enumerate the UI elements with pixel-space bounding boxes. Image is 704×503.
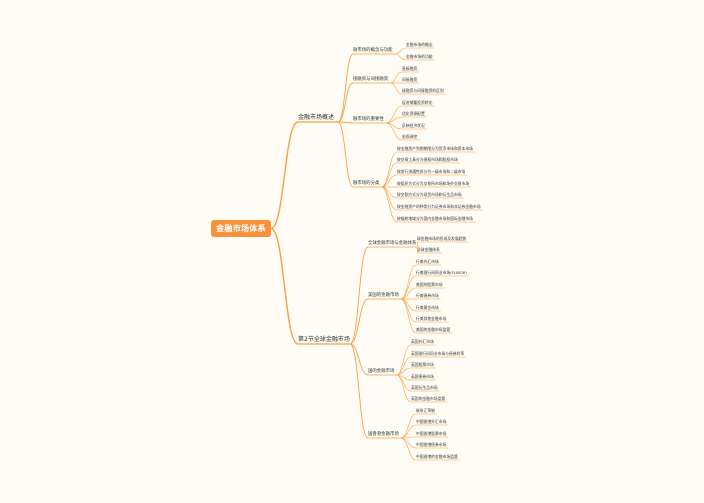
subtopic-node[interactable]: 国香港金融市场 (368, 432, 399, 437)
leaf-connector (381, 151, 398, 188)
leaf-connector (381, 186, 398, 223)
leaf-node[interactable]: 间接融资 (402, 77, 418, 82)
leaf-node[interactable]: 按交易工具分为债权市场和股权市场 (397, 157, 458, 162)
leaf-node[interactable]: 金融市场的功能 (406, 54, 433, 59)
subtopic-connector (349, 343, 369, 439)
subtopic-connector (349, 246, 369, 345)
leaf-node[interactable]: 按交割方式分为现货市场和衍生品市场 (397, 192, 462, 197)
leaf-node[interactable]: 全球金融体系 (417, 247, 440, 252)
subtopic-connector (337, 53, 354, 123)
leaf-node[interactable]: 中国香港外汇市场 (416, 419, 447, 424)
leaf-node[interactable]: 行美银行间同业市场(FLIBOR) (416, 270, 467, 275)
leaf-node[interactable]: 行美外汇市场 (416, 259, 439, 264)
subtopic-node[interactable]: 美国的金融市场 (368, 293, 399, 298)
leaf-connector (394, 47, 407, 55)
leaf-node[interactable]: 英国的金融市场监管 (411, 396, 446, 401)
leaf-node[interactable]: 促进储蓄投资转化 (402, 100, 433, 105)
leaf-node[interactable]: 按金融资产到期期限分为货币市场和资本市场 (397, 146, 473, 151)
root-node[interactable]: 金融市场体系 (211, 220, 271, 237)
leaf-connector (390, 82, 403, 95)
subtopic-node[interactable]: 全球金融市场与金融体系 (368, 241, 417, 246)
leaf-connector (396, 356, 412, 376)
leaf-node[interactable]: 美国的股票市场 (416, 282, 443, 287)
leaf-connector (400, 298, 417, 334)
leaf-node[interactable]: 优化资源配置 (402, 111, 425, 116)
leaf-node[interactable]: 按金融资产的种类分为证券市场和非证券金融市场 (397, 204, 481, 209)
leaf-node[interactable]: 按辐射地域分为国内金融市场和国际金融市场 (397, 216, 473, 221)
leaf-connector (390, 71, 403, 84)
subtopic-connector (337, 121, 354, 188)
leaf-connector (394, 53, 407, 61)
leaf-connector (385, 122, 403, 141)
leaf-connector (400, 287, 417, 300)
leaf-node[interactable]: 英国衍生品市场 (411, 385, 438, 390)
leaf-connector (400, 298, 417, 312)
leaf-node[interactable]: 英国股票市场 (411, 362, 434, 367)
leaf-node[interactable]: 中国香港股票市场 (416, 431, 447, 436)
leaf-node[interactable]: 行美债券市场 (416, 293, 439, 298)
leaf-node[interactable]: 中国香港的金融市场监管 (416, 454, 458, 459)
subtopic-connector (349, 343, 369, 376)
leaf-node[interactable]: 中国香港债券市场 (416, 442, 447, 447)
branch-node[interactable]: 金融市场概述 (298, 114, 335, 121)
subtopic-connector (337, 82, 354, 123)
subtopic-node[interactable]: 融市场的重要性 (353, 117, 384, 122)
branch-node[interactable]: 第2节全球金融市场 (298, 336, 350, 343)
leaf-node[interactable]: 英国债券市场 (411, 374, 434, 379)
branch-connector (270, 121, 299, 230)
leaf-connector (381, 174, 398, 188)
leaf-node[interactable]: 直接融资 (402, 66, 418, 71)
leaf-node[interactable]: 金融市场的概念 (406, 42, 433, 47)
leaf-node[interactable]: 宏观调控 (402, 134, 418, 139)
leaf-node[interactable]: 按组织方式分为交易所市场和场外交易市场 (397, 181, 470, 186)
leaf-connector (381, 186, 398, 211)
leaf-node[interactable]: 行美黄金市场 (416, 305, 439, 310)
leaf-connector (385, 116, 403, 124)
leaf-connector (400, 437, 417, 449)
subtopic-connector (337, 121, 354, 124)
leaf-connector (381, 162, 398, 188)
subtopic-node[interactable]: 融市场的概念与功能 (353, 48, 393, 53)
leaf-node[interactable]: 英国外汇市场 (411, 339, 434, 344)
leaf-node[interactable]: 英国银行间同业市场与债券利率 (411, 351, 465, 356)
subtopic-node[interactable]: 接融资与间接融资 (353, 77, 389, 82)
leaf-connector (400, 437, 417, 461)
subtopic-connector (349, 298, 369, 345)
leaf-connector (396, 374, 412, 403)
subtopic-node[interactable]: 融市场的分类 (353, 181, 380, 186)
leaf-connector (400, 264, 417, 300)
leaf-connector (385, 105, 403, 124)
leaf-node[interactable]: 美国的金融市场监管 (416, 327, 451, 332)
subtopic-node[interactable]: 国的金融市场 (368, 369, 395, 374)
leaf-node[interactable]: 行美其他金融市场 (416, 316, 447, 321)
leaf-connector (396, 344, 412, 376)
leaf-connector (400, 275, 417, 300)
leaf-connector (400, 424, 417, 439)
leaf-connector (400, 413, 417, 439)
leaf-connector (396, 367, 412, 376)
leaf-node[interactable]: 球金融市场的形成及发展趋势 (417, 236, 467, 241)
leaf-node[interactable]: 按发行流通性质分为一级市场和二级市场 (397, 169, 466, 174)
leaf-node[interactable]: 反映经济状况 (402, 123, 425, 128)
branch-connector (270, 227, 299, 345)
leaf-node[interactable]: 接融资与间接融资的区别 (402, 88, 444, 93)
leaf-node[interactable]: 联系汇率制 (416, 408, 435, 413)
